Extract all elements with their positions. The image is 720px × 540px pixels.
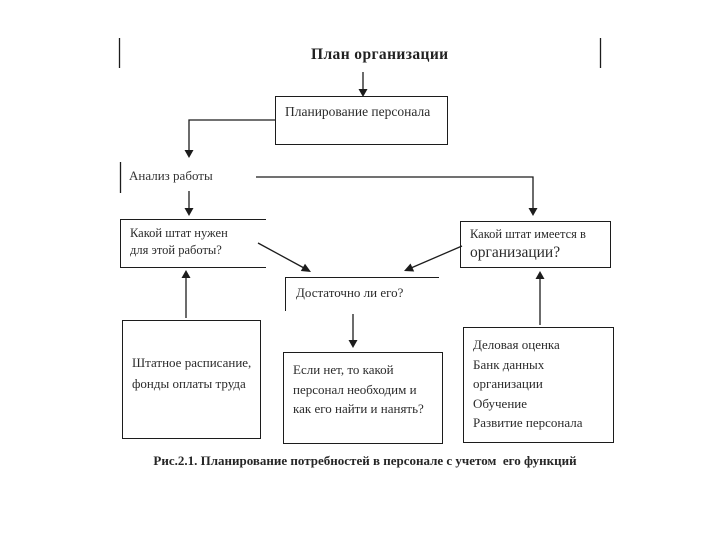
box-if-not-line: персонал необходим и: [293, 381, 417, 397]
box-if-not-line: Если нет, то какой: [293, 362, 394, 377]
box-staff-available-line: Какой штат имеется в: [470, 227, 586, 241]
box-staff-available: Какой штат имеется в организации?: [460, 221, 611, 268]
box-staff-needed-line: Какой штат нужен: [130, 226, 228, 240]
box-assessment-line: Развитие персонала: [473, 415, 583, 430]
arrow-staff-available-to-enough: [404, 245, 463, 272]
diagram-title: План организации: [311, 46, 449, 63]
label-analysis: Анализ работы: [129, 168, 213, 183]
box-assessment-line: Деловая оценка: [473, 337, 560, 352]
box-staffing-line: Штатное расписание,: [132, 355, 252, 370]
arrow-analysis-to-staff-available: [256, 176, 538, 216]
box-planning-label: Планирование персонала: [285, 104, 431, 119]
box-assessment-line: Обучение: [473, 395, 527, 411]
figure-caption: Рис.2.1. Планирование потребностей в пер…: [153, 453, 577, 468]
box-assessment: Деловая оценка Банк данных организации О…: [463, 327, 614, 443]
box-assessment-line: Банк данных: [473, 356, 545, 372]
box-enough: Достаточно ли его?: [285, 277, 439, 311]
box-staff-available-line: организации?: [470, 244, 561, 261]
box-staff-needed-line: для этой работы?: [130, 243, 222, 257]
box-if-not: Если нет, то какой персонал необходим и …: [283, 352, 443, 444]
arrow-analysis-to-staff-needed: [184, 191, 194, 216]
box-planning: Планирование персонала: [275, 96, 448, 145]
box-if-not-line: как его найти и нанять?: [293, 401, 424, 416]
box-assessment-line: организации: [473, 376, 543, 391]
box-enough-label: Достаточно ли его?: [296, 285, 404, 300]
arrow-staffing-to-staff-needed: [181, 270, 191, 318]
box-staffing-line: фонды оплаты труда: [132, 376, 246, 391]
arrow-assessment-to-staff-available: [535, 271, 545, 325]
arrow-planning-to-analysis: [184, 119, 276, 158]
arrow-enough-to-if-not: [348, 314, 358, 348]
arrow-plan-to-planning: [358, 72, 368, 97]
box-staff-needed: Какой штат нужен для этой работы?: [120, 219, 266, 268]
box-staffing: Штатное расписание, фонды оплаты труда: [122, 320, 261, 439]
